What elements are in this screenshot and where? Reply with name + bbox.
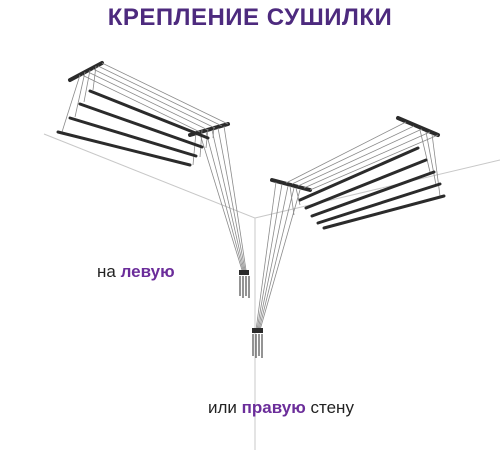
caption-right-suffix: стену [310, 398, 354, 417]
caption-right-wall: или правую стену [208, 398, 354, 418]
left-rack-cords [61, 62, 247, 271]
left-rack-bracket-far [68, 61, 104, 82]
caption-right-prefix: или [208, 398, 237, 417]
right-rack-bracket-far [396, 116, 440, 137]
right-rack-cords [255, 121, 441, 331]
caption-left-wall: на левую [97, 262, 175, 282]
left-wall-edge [43, 133, 256, 219]
right-rack [252, 116, 446, 358]
page-title: КРЕПЛЕНИЕ СУШИЛКИ [107, 4, 393, 31]
caption-left-prefix: на [97, 262, 116, 281]
right-wall-edge [254, 159, 500, 219]
caption-left-highlight: левую [120, 262, 175, 281]
right-rack-rods [298, 146, 446, 230]
left-rack-rods [56, 89, 210, 167]
right-rack-weights [252, 328, 263, 358]
left-rack-weights [239, 270, 250, 298]
caption-right-highlight: правую [241, 398, 306, 417]
left-rack [56, 61, 250, 298]
right-rack-bracket-near [270, 178, 312, 192]
